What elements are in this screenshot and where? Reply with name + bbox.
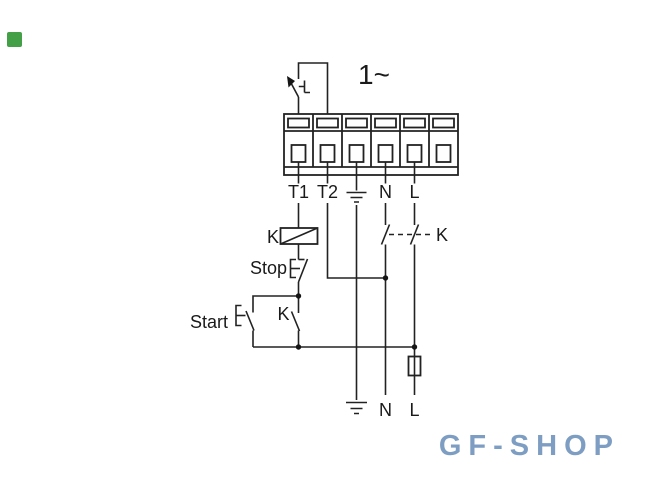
main-contacts-k <box>380 224 432 245</box>
coil-k-label: K <box>267 227 279 247</box>
terminal-slot <box>432 117 455 129</box>
aux-contact-k <box>290 296 301 347</box>
t1-label: T1 <box>288 182 309 202</box>
bottom-n-label: N <box>379 400 392 420</box>
terminal-screw <box>406 144 423 163</box>
junction-dot <box>382 275 389 281</box>
aux-k-label: K <box>277 304 289 324</box>
terminal-slot <box>345 117 368 129</box>
terminal-screw <box>377 144 394 163</box>
terminal-screw <box>435 144 452 163</box>
terminal-slot <box>403 117 426 129</box>
watermark-text: GF-SHOP <box>438 430 620 462</box>
stop-button <box>289 258 309 296</box>
terminal-screw <box>319 144 336 163</box>
terminal-slot <box>287 117 310 129</box>
t2-conductor <box>326 203 386 279</box>
shop-logo-icon <box>7 32 22 47</box>
junction-dot <box>295 344 302 350</box>
terminal-slot <box>316 117 339 129</box>
stop-label: Stop <box>250 258 287 278</box>
start-label: Start <box>190 312 228 332</box>
bottom-l-label: L <box>409 400 419 420</box>
start-button <box>235 295 299 347</box>
fuse-icon <box>407 355 422 377</box>
terminal-slot <box>374 117 397 129</box>
thermal-protector-switch-icon <box>287 62 329 114</box>
phase-label: 1~ <box>358 59 390 90</box>
terminal-screw <box>290 144 307 163</box>
contactor-coil <box>279 227 319 260</box>
earth-ground-icon <box>346 401 367 415</box>
earth-ground-icon <box>346 191 367 203</box>
main-k-label: K <box>436 225 448 245</box>
terminal-n-label: N <box>379 182 392 202</box>
junction-dot <box>411 344 418 350</box>
terminal-l-label: L <box>409 182 419 202</box>
terminal-block <box>283 113 459 176</box>
conductors <box>253 162 416 400</box>
terminal-screw <box>348 144 365 163</box>
junction-dot <box>295 293 302 299</box>
t2-label: T2 <box>317 182 338 202</box>
